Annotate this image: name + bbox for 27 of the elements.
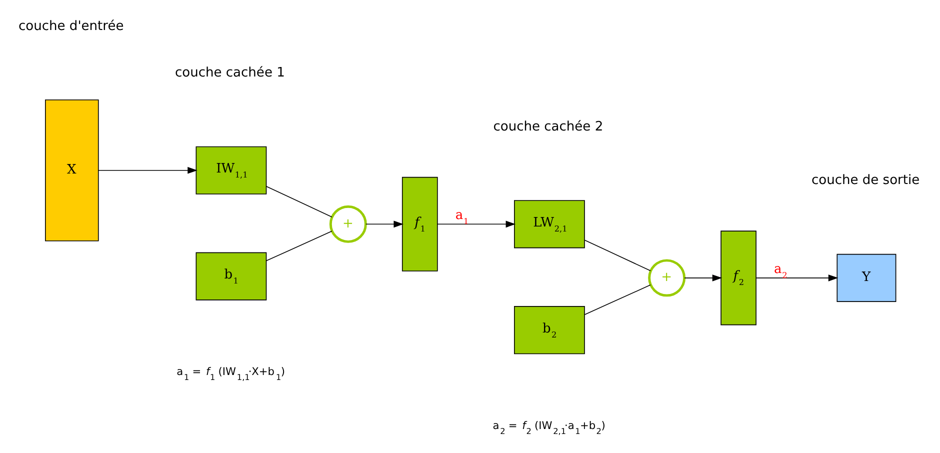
node-box: X [45, 98, 99, 241]
connector [584, 239, 651, 271]
node-box: b$_{2}$ [514, 306, 585, 354]
label: couche d'entrée [18, 18, 124, 34]
arrow [684, 274, 722, 281]
label: a$_{1}$ = f$_{1}$ (IW$_{1,1}$·X+b$_{1}$) [176, 366, 286, 382]
node-box: Y [836, 253, 896, 302]
node-box: f$_{1}$ [402, 176, 438, 271]
node-circle: + [648, 258, 686, 296]
arrow [756, 274, 838, 281]
label: couche de sortie [811, 172, 920, 188]
connector [266, 185, 332, 217]
connector [584, 284, 651, 314]
arrow [98, 166, 198, 174]
node-box: f$_{2}$ [720, 230, 756, 325]
node-circle: + [329, 204, 367, 242]
arrow [437, 220, 516, 228]
label: couche cachée 2 [493, 118, 604, 134]
edge-label: a$_{1}$ [455, 208, 469, 226]
arrow [366, 220, 404, 228]
node-box: b$_{1}$ [196, 252, 267, 300]
connector [266, 230, 332, 261]
node-box: LW$_{2,1}$ [514, 200, 585, 248]
label: a$_{2}$ = f$_{2}$ (IW$_{2,1}$·a$_{1}$+b$_{2}$) [492, 420, 606, 436]
node-box: IW$_{1,1}$ [196, 146, 267, 194]
label: couche cachée 1 [174, 64, 285, 80]
edge-label: a$_{2}$ [774, 261, 788, 280]
